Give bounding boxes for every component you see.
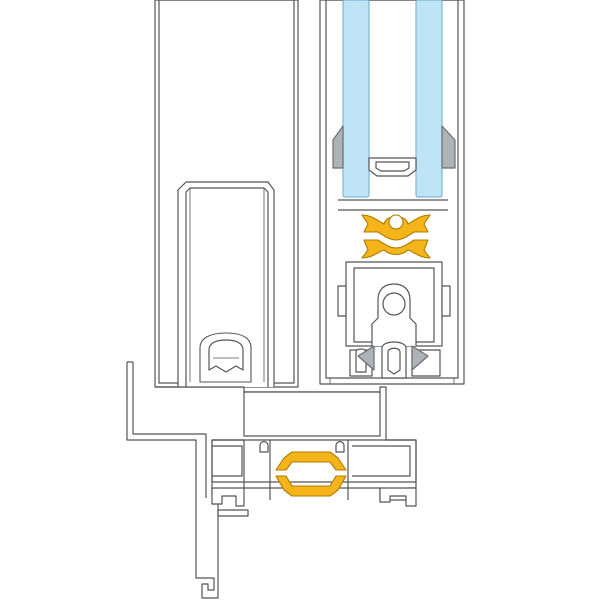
upper-thermal-break: [361, 214, 431, 259]
interlock-chamber: [337, 261, 451, 347]
bottom-frame-rail: [155, 386, 417, 517]
double-glazing-pane-outer: [342, 0, 370, 198]
glazing-gaskets: [332, 125, 456, 169]
outer-frame-leg: [126, 361, 219, 599]
double-glazing-pane-inner: [415, 0, 443, 198]
glazing-bead-clip: [368, 157, 417, 177]
left-inner-channel: [177, 181, 275, 387]
left-gasket: [199, 332, 252, 383]
interlock-wedges: [357, 345, 429, 371]
lower-thermal-break: [275, 451, 347, 497]
